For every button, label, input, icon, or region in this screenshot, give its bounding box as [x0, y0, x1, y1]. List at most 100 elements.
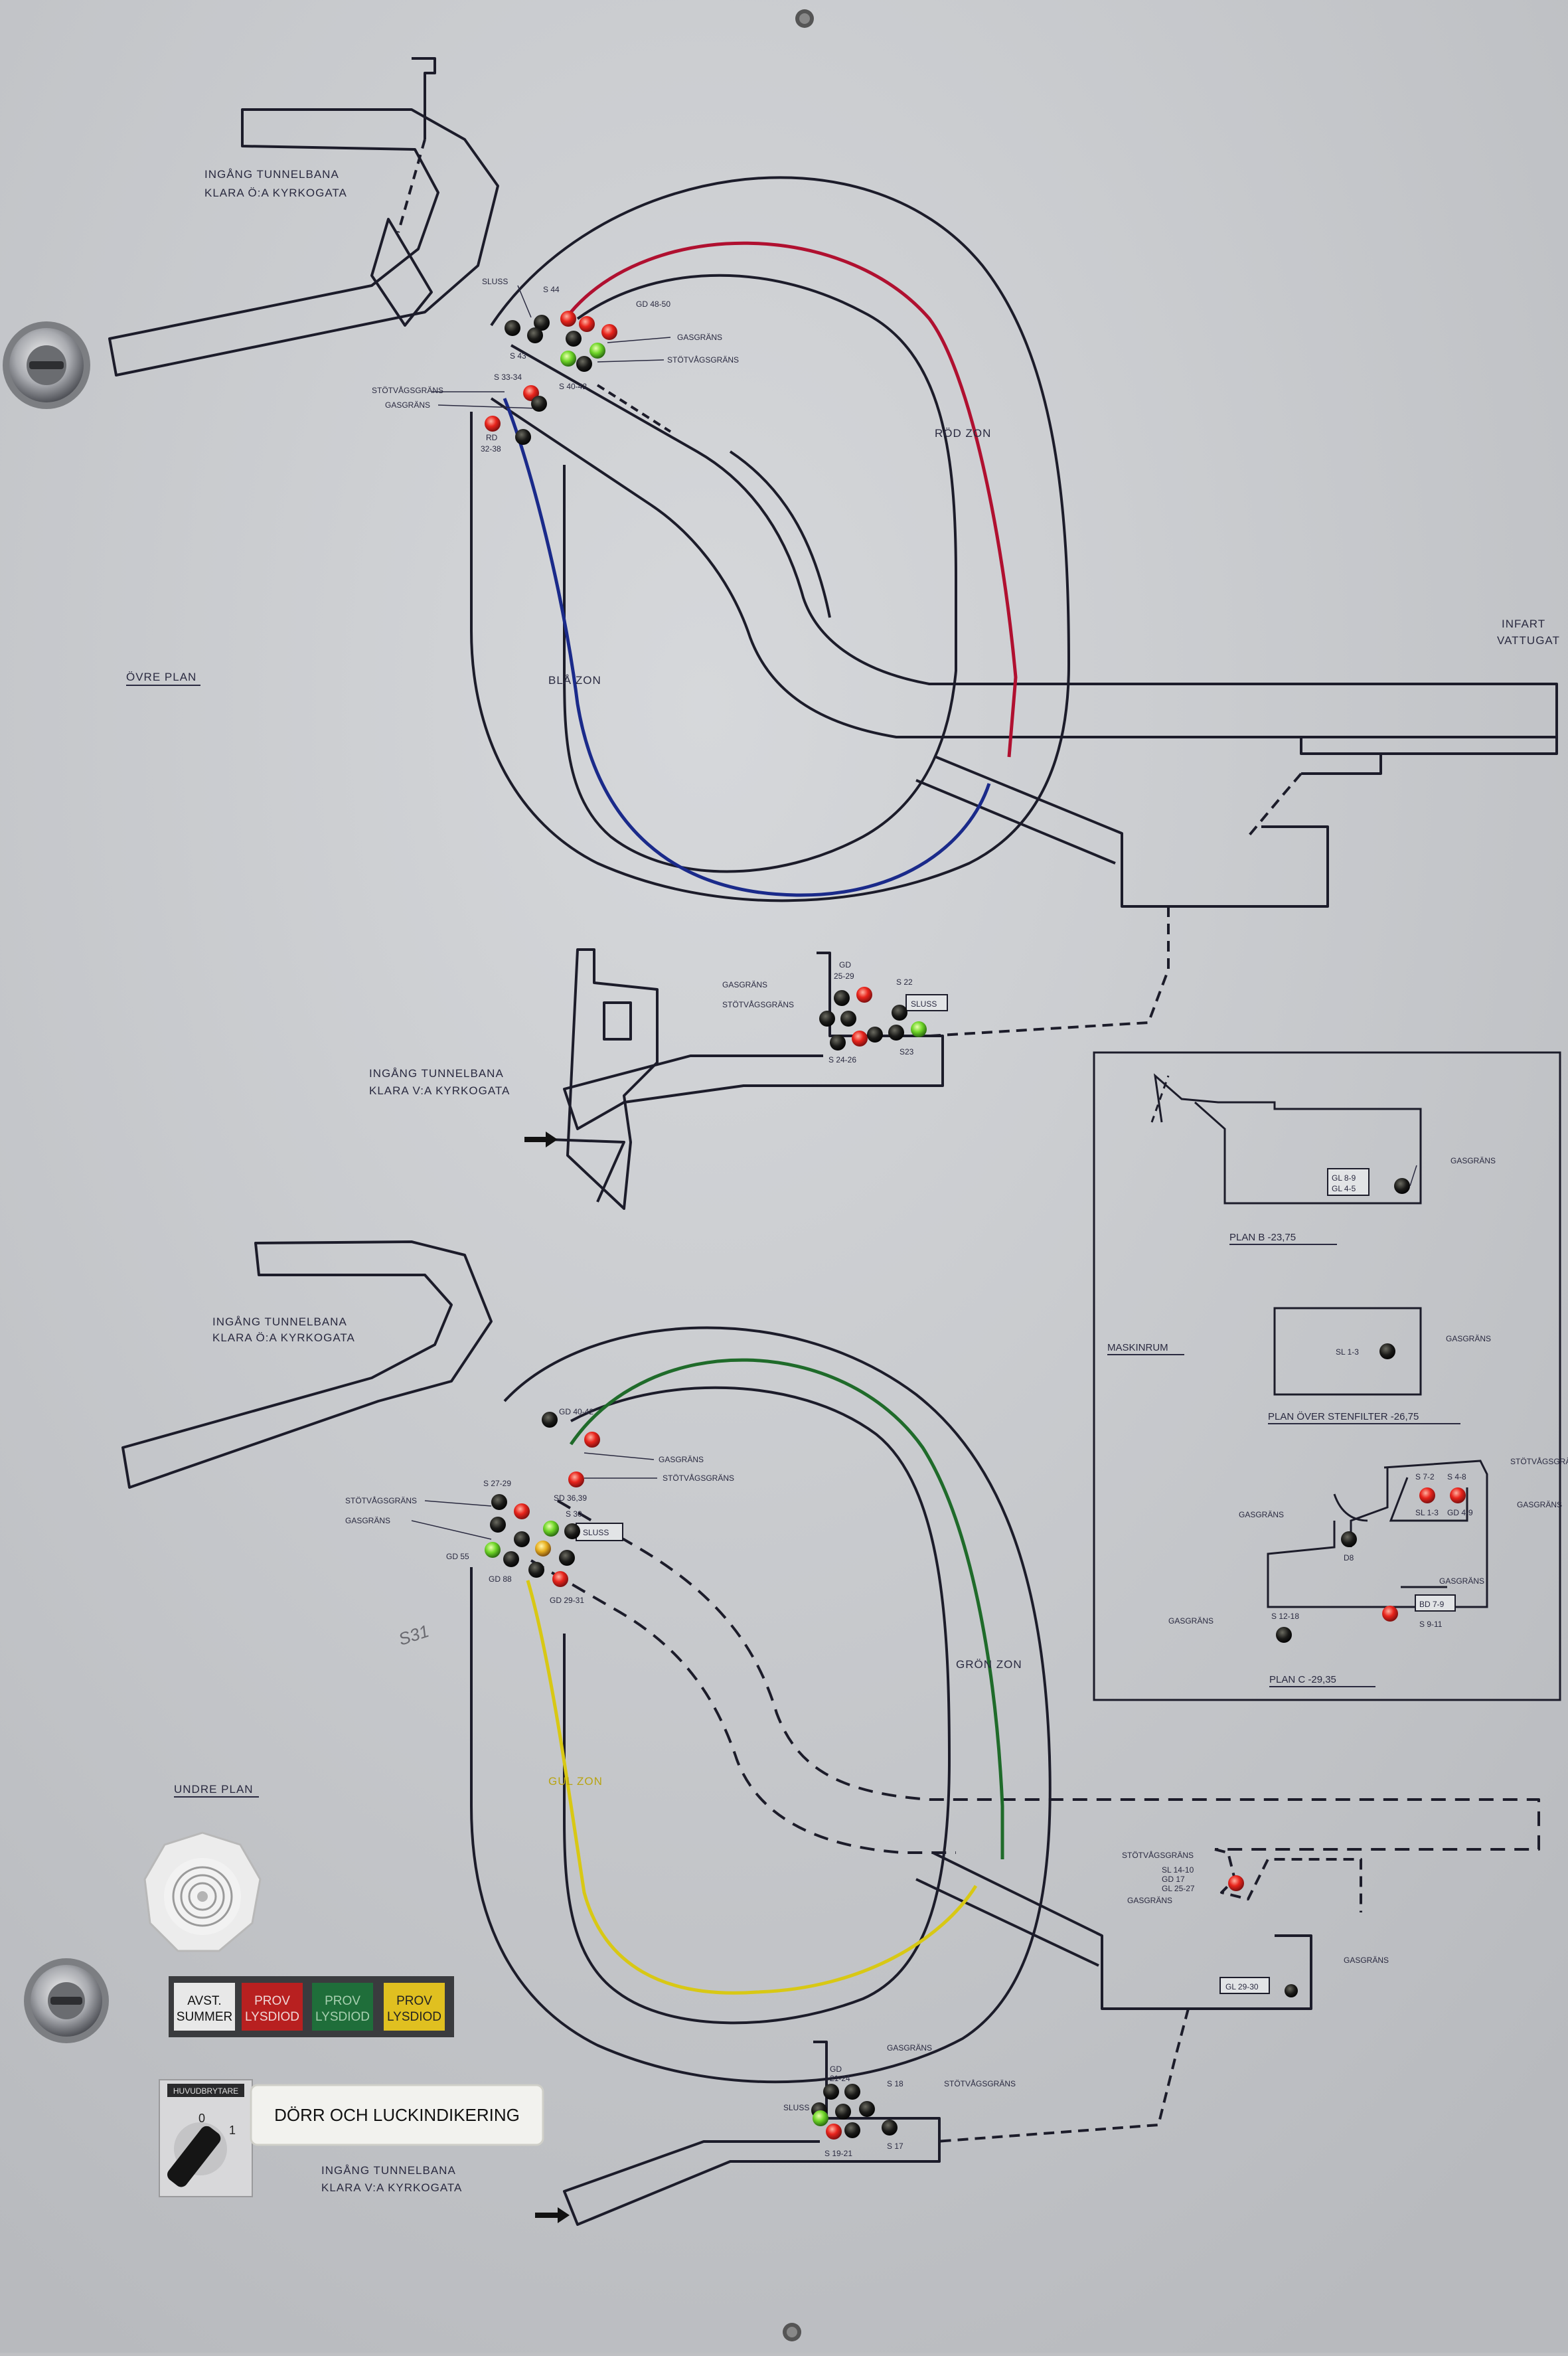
svg-text:SUMMER: SUMMER: [177, 2010, 232, 2024]
lower-text: INGÅNG TUNNELBANA KLARA Ö:A KYRKOGATA GR…: [174, 1315, 1389, 2223]
svg-text:SLUSS: SLUSS: [911, 999, 937, 1009]
svg-text:GD 48-50: GD 48-50: [636, 299, 670, 309]
svg-text:S 7-2: S 7-2: [1415, 1472, 1435, 1481]
svg-text:SL 14-10: SL 14-10: [1162, 1865, 1194, 1875]
led-black: [844, 2122, 860, 2138]
led-black: [531, 396, 547, 412]
led-black: [566, 331, 582, 347]
svg-text:GL 4-5: GL 4-5: [1332, 1184, 1356, 1193]
svg-text:D8: D8: [1344, 1553, 1354, 1562]
svg-text:S 12-18: S 12-18: [1271, 1612, 1299, 1621]
led-red: [514, 1503, 530, 1519]
yellow-zone-label: GUL ZON: [548, 1775, 603, 1788]
led-black: [1276, 1627, 1292, 1643]
svg-text:SL 1-3: SL 1-3: [1336, 1347, 1359, 1357]
svg-text:SLUSS: SLUSS: [783, 2103, 809, 2112]
upper-entrance-west-line1: INGÅNG TUNNELBANA: [369, 1067, 504, 1080]
svg-text:GD 88: GD 88: [489, 1574, 512, 1584]
svg-text:STÖTVÅGSGRÄNS: STÖTVÅGSGRÄNS: [1122, 1850, 1194, 1860]
led-black: [534, 315, 550, 331]
svg-text:S 4-8: S 4-8: [1447, 1472, 1466, 1481]
led-red: [601, 324, 617, 340]
key-lock-upper-icon[interactable]: [3, 321, 90, 409]
led-green: [589, 343, 605, 359]
upper-entrance-west-line2: KLARA V:A KYRKOGATA: [369, 1084, 510, 1097]
led-black: [834, 990, 850, 1006]
led-black: [823, 2084, 839, 2100]
svg-text:S 43: S 43: [510, 351, 526, 361]
led-red: [552, 1571, 568, 1587]
svg-text:GASGRÄNS: GASGRÄNS: [1168, 1616, 1214, 1626]
arrow-right-icon: [535, 2207, 570, 2223]
led-black: [515, 429, 531, 445]
svg-text:GASGRÄNS: GASGRÄNS: [345, 1516, 390, 1525]
led-black: [559, 1550, 575, 1566]
svg-text:GD: GD: [839, 960, 851, 969]
upper-entrance-east-line1: INGÅNG TUNNELBANA: [204, 168, 339, 181]
led-black: [892, 1005, 907, 1021]
svg-text:DÖRR OCH LUCKINDIKERING: DÖRR OCH LUCKINDIKERING: [274, 2105, 520, 2125]
led-black: [505, 320, 520, 336]
led-black: [528, 1562, 544, 1578]
red-zone-label: RÖD ZON: [935, 427, 991, 440]
lower-entrance-west-line1: INGÅNG TUNNELBANA: [321, 2164, 456, 2177]
key-lock-lower-icon[interactable]: [24, 1958, 109, 2043]
led-black: [491, 1494, 507, 1510]
upper-plan-title: ÖVRE PLAN: [126, 671, 196, 683]
svg-text:S23: S23: [900, 1047, 914, 1056]
led-black: [576, 356, 592, 372]
upper-led-cluster: [485, 311, 927, 1051]
svg-text:STÖTVÅGSGRÄNS: STÖTVÅGSGRÄNS: [345, 1495, 417, 1505]
svg-text:GASGRÄNS: GASGRÄNS: [1517, 1500, 1562, 1509]
plan-c-label: PLAN C -29,35: [1269, 1674, 1336, 1685]
machine-room: MASKINRUM GL 8-9 GL 4-5 GASGRÄNS PLAN B …: [1093, 1051, 1568, 1701]
switch-handle: [167, 2126, 221, 2187]
svg-text:GASGRÄNS: GASGRÄNS: [722, 980, 767, 989]
main-switch-label: HUVUDBRYTARE: [173, 2086, 238, 2096]
svg-text:STÖTVÅGSGRÄNS: STÖTVÅGSGRÄNS: [372, 385, 443, 395]
test-led-yellow-button[interactable]: PROV LYSDIOD: [384, 1983, 445, 2031]
svg-text:S 30: S 30: [566, 1509, 582, 1519]
led-red: [1419, 1487, 1435, 1503]
infart-line2: VATTUGAT: [1497, 634, 1560, 647]
lower-plan-diagram: [121, 1240, 1540, 2226]
svg-text:GASGRÄNS: GASGRÄNS: [1239, 1510, 1284, 1519]
led-green: [543, 1521, 559, 1537]
svg-text:RD: RD: [486, 433, 498, 442]
test-led-green-button[interactable]: PROV LYSDIOD: [312, 1983, 373, 2031]
svg-text:LYSDIOD: LYSDIOD: [245, 2010, 299, 2024]
svg-text:STÖTVÅGSGRÄNS: STÖTVÅGSGRÄNS: [944, 2078, 1016, 2088]
svg-text:S 44: S 44: [543, 285, 560, 294]
led-black: [867, 1027, 883, 1043]
led-black: [490, 1517, 506, 1533]
svg-text:PROV: PROV: [325, 1994, 360, 2008]
upper-entrance-east-line2: KLARA Ö:A KYRKOGATA: [204, 187, 347, 199]
svg-text:BD 7-9: BD 7-9: [1419, 1600, 1445, 1609]
svg-text:STÖTVÅGSGRÄNS: STÖTVÅGSGRÄNS: [722, 999, 794, 1009]
led-green: [911, 1021, 927, 1037]
screw-icon: [783, 9, 814, 2341]
blue-zone-line: [503, 398, 991, 897]
svg-text:GASGRÄNS: GASGRÄNS: [1127, 1896, 1172, 1905]
arrow-right-icon: [524, 1132, 558, 1147]
led-red: [856, 987, 872, 1003]
led-red: [852, 1031, 868, 1047]
red-zone-line: [570, 241, 1018, 758]
led-black: [882, 2120, 898, 2136]
svg-text:GD 29-31: GD 29-31: [550, 1596, 584, 1605]
led-black: [514, 1531, 530, 1547]
led-black: [1341, 1531, 1357, 1547]
svg-text:GD 55: GD 55: [446, 1552, 469, 1561]
summer-off-button[interactable]: AVST. SUMMER: [174, 1983, 235, 2031]
lower-entrance-east-line1: INGÅNG TUNNELBANA: [212, 1315, 347, 1328]
svg-text:S 17: S 17: [887, 2142, 903, 2151]
led-black: [819, 1011, 835, 1027]
svg-text:GASGRÄNS: GASGRÄNS: [659, 1455, 704, 1464]
svg-text:STÖTVÅGSGRÄNS: STÖTVÅGSGRÄNS: [667, 355, 739, 365]
upper-sluss-label: SLUSS: [482, 277, 508, 286]
test-led-red-button[interactable]: PROV LYSDIOD: [242, 1983, 303, 2031]
led-black: [1379, 1343, 1395, 1359]
svg-text:S 18: S 18: [887, 2079, 903, 2088]
led-green: [485, 1542, 501, 1558]
main-switch[interactable]: HUVUDBRYTARE 0 1: [159, 2079, 253, 2197]
